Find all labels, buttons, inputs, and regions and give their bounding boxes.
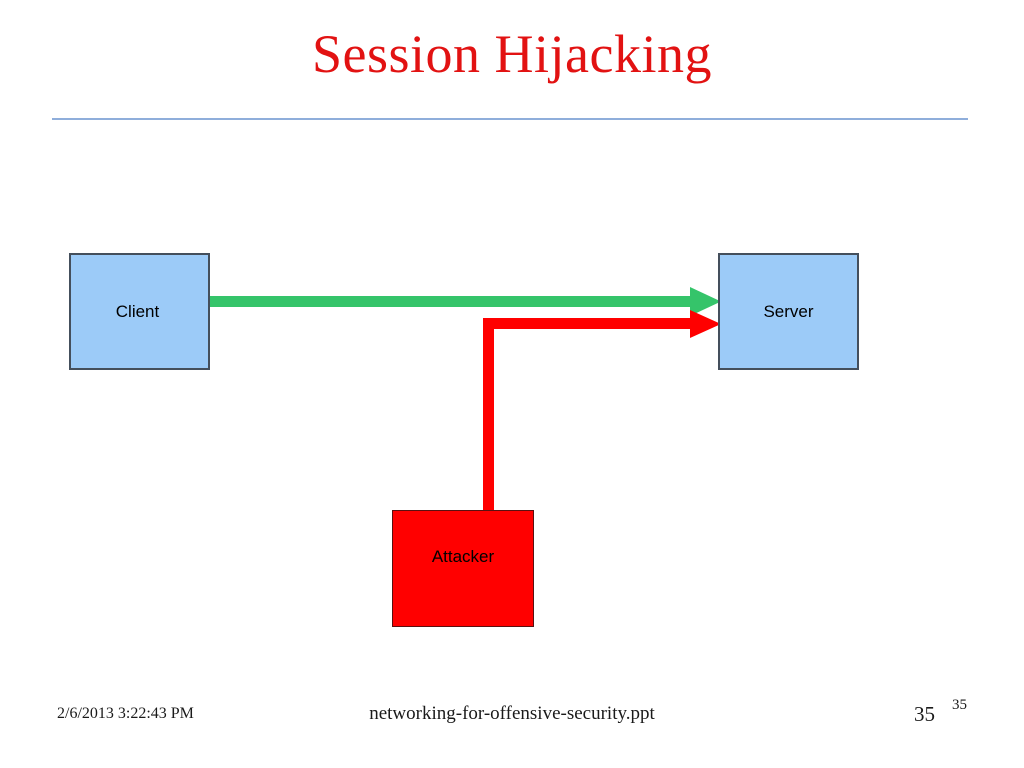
diagram-node-client[interactable]: Client [69,253,210,370]
footer-timestamp: 2/6/2013 3:22:43 PM [57,705,194,722]
title-divider [52,118,968,120]
page-title: Session Hijacking [312,24,712,84]
diagram-node-attacker[interactable]: Attacker [392,510,534,627]
diagram-node-server-label: Server [763,301,814,321]
diagram-node-client-label: Client [115,301,160,321]
connector-client-to-server [209,287,721,316]
footer-page-number-secondary: 35 [952,697,967,713]
footer-page-number: 35 [914,702,935,726]
connector-attacker-to-server [483,310,721,516]
footer-filename: networking-for-offensive-security.ppt [369,703,655,724]
diagram-node-attacker-label: Attacker [431,546,495,566]
diagram-node-server[interactable]: Server [718,253,859,370]
